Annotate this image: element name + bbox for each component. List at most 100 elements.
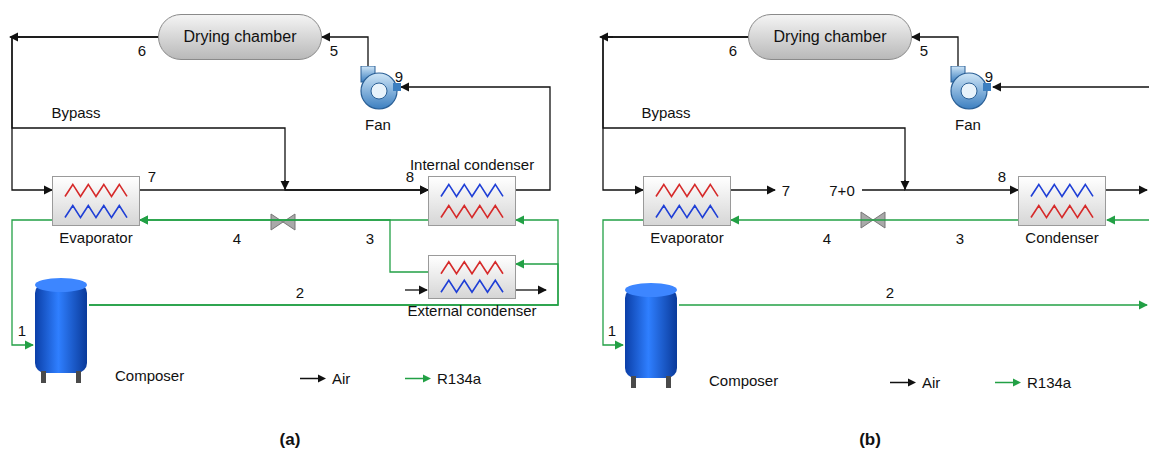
callout-number: 5: [330, 42, 338, 59]
node-label: Evaporator: [59, 229, 132, 246]
coil: [1031, 206, 1093, 218]
air-line: [401, 87, 550, 190]
coil: [1031, 184, 1093, 196]
coil: [441, 206, 503, 218]
callout-number: 3: [956, 230, 964, 247]
callout-number: 7+0: [829, 182, 854, 199]
node-label: Drying chamber: [774, 28, 887, 46]
node-label: Composer: [115, 367, 184, 384]
coil: [65, 184, 127, 196]
coil-drawing: [1019, 177, 1105, 225]
coil: [441, 184, 503, 196]
legend-item: R134a: [405, 370, 481, 387]
fan-hub: [371, 83, 387, 99]
callout-number: 3: [366, 230, 374, 247]
legend-text: R134a: [437, 370, 481, 387]
chamber-box: Drying chamber: [158, 14, 322, 60]
legend-sample: [995, 377, 1021, 387]
coil-drawing: [429, 256, 515, 298]
bypass-label: Bypass: [51, 104, 100, 121]
callout-number: 1: [18, 322, 26, 339]
callout-number: 9: [985, 68, 993, 85]
legend-text: R134a: [1027, 374, 1071, 391]
callout-number: 8: [406, 168, 414, 185]
air-line: [322, 37, 368, 66]
external-air-out: [516, 289, 546, 290]
coil-drawing: [429, 177, 515, 225]
coil-drawing: [53, 177, 139, 225]
air-in: [993, 86, 1149, 87]
tank-top: [625, 283, 677, 297]
callout-number: 7: [782, 182, 790, 199]
tank-foot: [41, 371, 46, 383]
fan-node: Fan: [945, 66, 991, 112]
refrigerant-in: [1107, 219, 1149, 220]
callout-number: 8: [998, 168, 1006, 185]
tank-top: [35, 278, 87, 292]
tank-body: [625, 288, 677, 378]
air-line: [603, 37, 748, 190]
air-arrow: [731, 189, 775, 190]
air-line: [12, 37, 158, 190]
legend-item: Air: [300, 370, 350, 387]
heat-exchanger-box: External condenser: [428, 255, 516, 299]
heat-exchanger-box: Evaporator: [52, 176, 140, 226]
external-air-in: [405, 289, 427, 290]
callout-number: 6: [729, 42, 737, 59]
air-line: [140, 189, 428, 190]
node-label: Internal condenser: [410, 156, 534, 173]
air-line: [912, 37, 958, 66]
refrigerant-line: [731, 219, 1018, 220]
legend-sample: [300, 373, 326, 383]
compressor-icon: [623, 280, 679, 390]
compressor-node: Composer: [33, 275, 89, 385]
fan-node: Fan: [355, 66, 401, 112]
callout-number: 5: [920, 42, 928, 59]
coil: [441, 280, 503, 292]
fan-housing: [361, 73, 397, 109]
panel-label: (a): [280, 430, 301, 450]
tank-foot: [76, 371, 81, 383]
node-label: External condenser: [407, 302, 536, 319]
callout-number: 4: [823, 230, 831, 247]
legend-item: Air: [890, 374, 940, 391]
heat-exchanger-box: Internal condenser: [428, 176, 516, 226]
node-label: Condenser: [1025, 229, 1098, 246]
heat-exchanger-box: Evaporator: [643, 176, 731, 226]
bypass-label: Bypass: [641, 104, 690, 121]
legend-text: Air: [922, 374, 940, 391]
coil: [65, 206, 127, 218]
legend-sample: [890, 377, 916, 387]
expansion-valve: [271, 214, 295, 230]
node-label: Evaporator: [650, 229, 723, 246]
air-out: [1106, 189, 1147, 190]
callout-number: 7: [148, 168, 156, 185]
callout-number: 6: [138, 42, 146, 59]
coil-drawing: [644, 177, 730, 225]
node-label: Fan: [955, 116, 981, 133]
fan-icon: [355, 66, 401, 112]
callout-number: 9: [395, 68, 403, 85]
fan-icon: [945, 66, 991, 112]
callout-number: 4: [233, 230, 241, 247]
panel-label: (b): [859, 430, 881, 450]
legend-sample: [405, 373, 431, 383]
compressor-node: Composer: [623, 280, 679, 390]
fan-housing: [951, 73, 987, 109]
refrigerant-out: [679, 304, 1147, 305]
coil: [656, 206, 718, 218]
fan-hub: [961, 83, 977, 99]
refrigerant-line: [140, 220, 428, 272]
tank-foot: [666, 376, 671, 388]
node-label: Composer: [709, 372, 778, 389]
tank-body: [35, 283, 87, 373]
coil: [441, 262, 503, 274]
callout-number: 2: [886, 284, 894, 301]
node-label: Fan: [365, 116, 391, 133]
legend-text: Air: [332, 370, 350, 387]
coil: [656, 184, 718, 196]
heat-exchanger-box: Condenser: [1018, 176, 1106, 226]
tank-foot: [631, 376, 636, 388]
